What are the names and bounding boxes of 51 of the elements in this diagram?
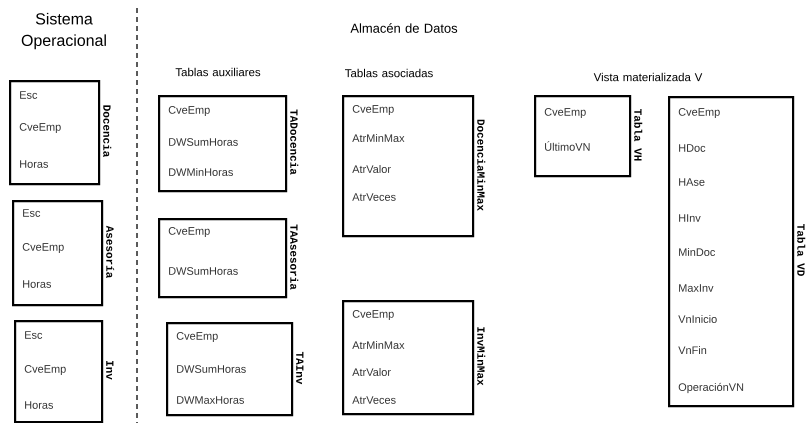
field-name: AtrVeces bbox=[352, 193, 396, 201]
table-name: TAAsesoria bbox=[290, 224, 298, 290]
field-name: DWSumHoras bbox=[169, 138, 238, 146]
field-name: CveEmp bbox=[678, 108, 720, 118]
field-name: HInv bbox=[679, 214, 701, 222]
table-name: DocenciaMinMax bbox=[477, 120, 486, 211]
field-name: DWSumHoras bbox=[169, 267, 238, 275]
table-name: TAInv bbox=[296, 352, 304, 384]
field-name: Horas bbox=[25, 401, 54, 409]
field-name: CveEmp bbox=[24, 365, 66, 375]
field-name: MinDoc bbox=[679, 248, 716, 256]
table-name: Asesoría bbox=[106, 226, 114, 278]
field-name: CveEmp bbox=[20, 123, 61, 133]
section-heading: Tablas auxiliares bbox=[176, 68, 260, 76]
section-heading: Tablas asociadas bbox=[345, 68, 433, 78]
table-name: Tabla VD bbox=[797, 224, 806, 276]
field-name: AtrMinMax bbox=[352, 340, 404, 350]
field-name: AtrValor bbox=[352, 368, 391, 376]
field-name: CveEmp bbox=[176, 332, 218, 342]
table-name: Docencia bbox=[103, 105, 112, 158]
field-name: CveEmp bbox=[168, 227, 210, 237]
field-name: OperaciónVN bbox=[678, 382, 744, 394]
section-heading: Vista materializada V bbox=[594, 72, 702, 82]
field-name: CveEmp bbox=[352, 310, 394, 320]
field-name: CveEmp bbox=[544, 108, 586, 118]
field-name: Esc bbox=[20, 91, 38, 99]
field-name: MaxInv bbox=[679, 284, 714, 292]
field-name: VnInicio bbox=[678, 314, 717, 324]
section-heading: Almacén de Datos bbox=[350, 23, 458, 33]
field-name: DWMaxHoras bbox=[177, 396, 244, 404]
field-name: CveEmp bbox=[352, 105, 394, 115]
field-name: Horas bbox=[23, 280, 52, 288]
field-name: AtrVeces bbox=[352, 396, 396, 404]
field-name: DWSumHoras bbox=[177, 365, 246, 373]
field-name: VnFin bbox=[678, 346, 706, 354]
field-name: HAse bbox=[679, 178, 705, 186]
table-name: Inv bbox=[106, 360, 114, 380]
field-name: DWMinHoras bbox=[169, 168, 233, 176]
table-name: InvMinMax bbox=[477, 327, 486, 386]
field-name: AtrValor bbox=[352, 164, 391, 174]
field-name: HDoc bbox=[679, 144, 706, 152]
section-heading: Sistema Operacional bbox=[22, 12, 106, 50]
field-name: AtrMinMax bbox=[352, 134, 404, 142]
table-name: TADocencia bbox=[290, 109, 298, 175]
field-name: ÚltimoVN bbox=[545, 141, 590, 151]
table-name: Tabla VH bbox=[634, 109, 642, 161]
field-name: Horas bbox=[20, 160, 48, 168]
field-name: Esc bbox=[25, 331, 42, 339]
field-name: CveEmp bbox=[168, 106, 210, 116]
field-name: CveEmp bbox=[22, 243, 64, 253]
field-name: Esc bbox=[23, 209, 40, 217]
